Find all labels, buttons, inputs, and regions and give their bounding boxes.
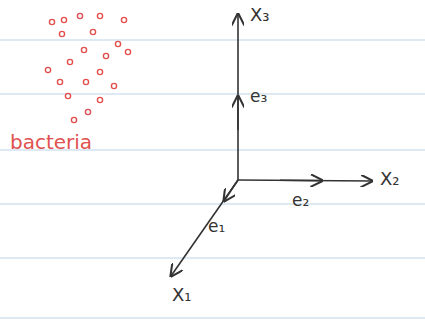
bacterium — [115, 41, 120, 46]
bacterium — [103, 53, 108, 58]
vector-label: e₂ — [292, 192, 309, 209]
bacterium — [97, 69, 102, 74]
bacteria-dots — [45, 13, 130, 122]
bacterium — [65, 93, 70, 98]
vector-label: e₁ — [208, 218, 225, 235]
bacterium — [97, 13, 102, 18]
bacterium — [90, 29, 95, 34]
bacterium — [121, 17, 126, 22]
e1-vector — [224, 180, 238, 201]
axes — [171, 14, 372, 276]
bacterium — [81, 47, 86, 52]
bacterium — [85, 109, 90, 114]
bacterium — [83, 79, 88, 84]
bacterium — [97, 97, 102, 102]
bacterium — [77, 13, 82, 18]
vector-label: e₃ — [250, 88, 267, 105]
bacterium — [61, 17, 66, 22]
x3-axis — [237, 14, 239, 180]
bacterium — [71, 117, 76, 122]
paper-line — [0, 93, 425, 94]
bacteria-label: bacteria — [10, 132, 92, 152]
axis-label: X₁ — [172, 286, 192, 304]
bacterium — [111, 83, 116, 88]
axis-label: X₂ — [380, 170, 400, 188]
paper-line — [0, 317, 425, 318]
paper-line — [0, 257, 425, 258]
paper-lines — [0, 40, 425, 318]
paper-line — [0, 39, 425, 40]
bacterium — [49, 19, 54, 24]
x2-axis — [238, 180, 372, 181]
e3-vector — [237, 96, 239, 130]
bacterium — [45, 67, 50, 72]
e2-vector — [280, 180, 322, 182]
bacterium — [57, 79, 62, 84]
bacterium — [67, 59, 72, 64]
axis-label: X₃ — [250, 6, 270, 24]
bacterium — [59, 31, 64, 36]
bacterium — [125, 49, 130, 54]
paper-line — [0, 203, 425, 204]
x1-axis — [171, 180, 238, 276]
